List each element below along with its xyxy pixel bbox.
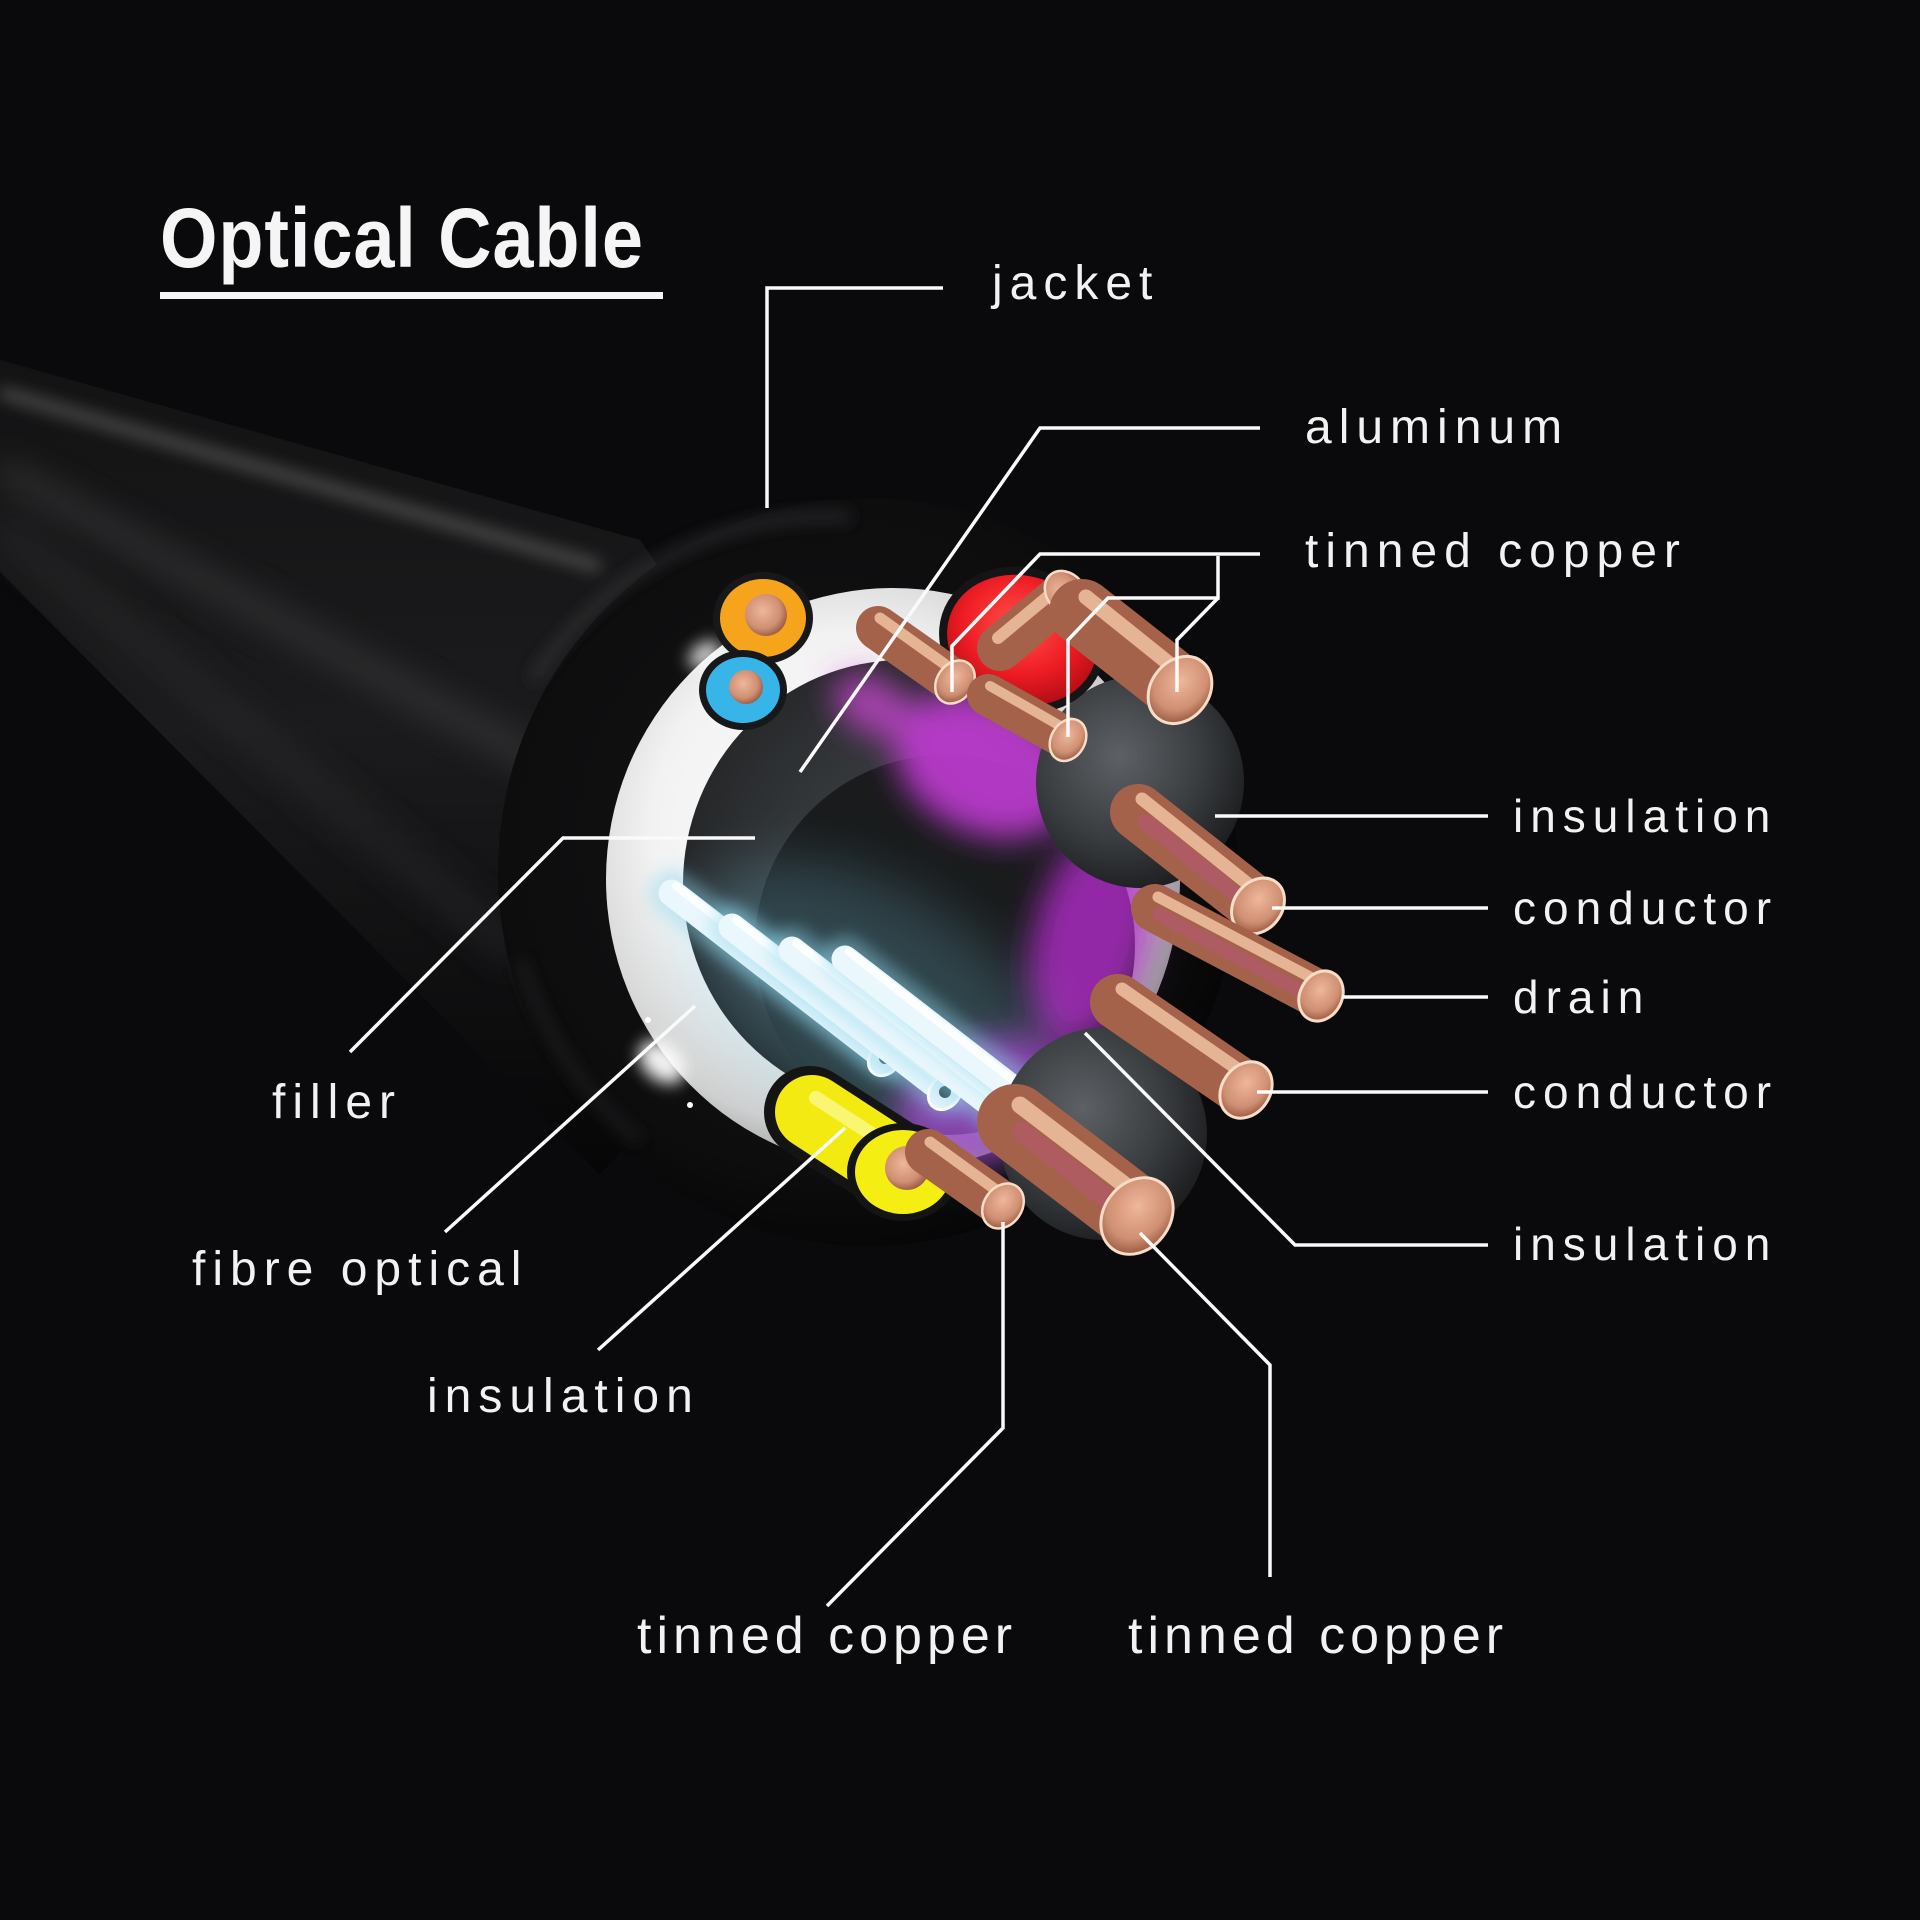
- wire-blue: [699, 650, 787, 730]
- label-jacket: jacket: [992, 257, 1160, 310]
- leader-tinned-top-c: [1175, 596, 1220, 692]
- label-tinned-copper-bottom-right: tinned copper: [1128, 1607, 1509, 1665]
- title-underline: [160, 292, 663, 299]
- leader-tinned-bottom-left: [825, 1222, 1005, 1608]
- leader-lines: [348, 286, 1488, 1608]
- label-insulation-left: insulation: [427, 1370, 700, 1423]
- label-aluminum: aluminum: [1305, 401, 1570, 454]
- leader-tinned-top-a: [950, 552, 1260, 692]
- drain-wire: [1131, 884, 1345, 1023]
- fibre-optic-bundle: [649, 859, 1081, 1161]
- label-drain: drain: [1513, 971, 1651, 1023]
- label-tinned-copper-bottom-left: tinned copper: [637, 1607, 1018, 1665]
- leader-filler: [348, 836, 755, 1054]
- wire-orange: [713, 572, 813, 664]
- tinned-copper-wire: [977, 1084, 1175, 1256]
- label-insulation-right-top: insulation: [1513, 790, 1778, 842]
- tinned-copper-wire: [856, 606, 977, 705]
- conductor-wire: [1090, 974, 1274, 1120]
- label-conductor-right-top: conductor: [1513, 882, 1779, 934]
- label-conductor-right-bottom: conductor: [1513, 1066, 1779, 1118]
- copper-conductors: [856, 569, 1345, 1256]
- label-insulation-right-bottom: insulation: [1513, 1218, 1778, 1270]
- tinned-copper-wire: [905, 1129, 1026, 1230]
- label-fibre-optical: fibre optical: [192, 1243, 529, 1296]
- leader-aluminum: [798, 426, 1260, 774]
- page-title: Optical Cable: [160, 191, 644, 285]
- conductor-wire: [1110, 784, 1286, 936]
- label-tinned-copper-top: tinned copper: [1305, 525, 1687, 578]
- leader-fibre-optical: [443, 1004, 697, 1234]
- leader-insulation-left: [596, 1126, 847, 1352]
- tinned-copper-wire: [967, 674, 1088, 763]
- label-filler: filler: [272, 1076, 403, 1129]
- leader-tinned-bottom-right: [1138, 1231, 1272, 1577]
- leader-insulation-right-bottom: [1083, 1031, 1488, 1247]
- leader-jacket: [765, 286, 943, 508]
- leader-tinned-top-b: [1066, 556, 1220, 737]
